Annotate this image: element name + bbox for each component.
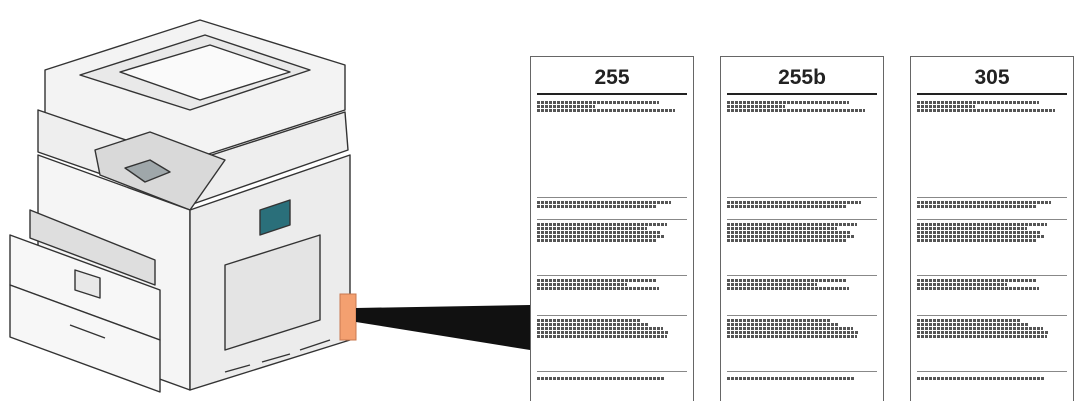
label-card-305: 305 xyxy=(910,56,1074,401)
label-title: 255 xyxy=(537,67,687,95)
text-block xyxy=(727,223,877,243)
text-block xyxy=(727,377,877,381)
text-block xyxy=(537,319,687,339)
label-card-255b: 255b xyxy=(720,56,884,401)
paper-cassette-2 xyxy=(9,284,161,393)
text-block xyxy=(917,319,1067,339)
text-block xyxy=(917,377,1067,381)
text-block xyxy=(917,279,1067,291)
text-block xyxy=(537,223,687,243)
text-block xyxy=(917,223,1067,243)
text-block xyxy=(727,279,877,291)
label-title: 255b xyxy=(727,67,877,95)
label-title: 305 xyxy=(917,67,1067,95)
text-block xyxy=(727,201,877,209)
text-block xyxy=(727,319,877,339)
label-card-255: 255 xyxy=(530,56,694,401)
text-block xyxy=(537,377,687,381)
text-block xyxy=(537,279,687,291)
text-block xyxy=(917,101,1067,113)
text-block xyxy=(917,201,1067,209)
text-block xyxy=(537,201,687,209)
callout-pointer xyxy=(356,305,530,350)
label-location-marker xyxy=(339,293,357,341)
text-block xyxy=(537,101,687,113)
text-block xyxy=(727,101,877,113)
display-screen xyxy=(124,159,171,183)
